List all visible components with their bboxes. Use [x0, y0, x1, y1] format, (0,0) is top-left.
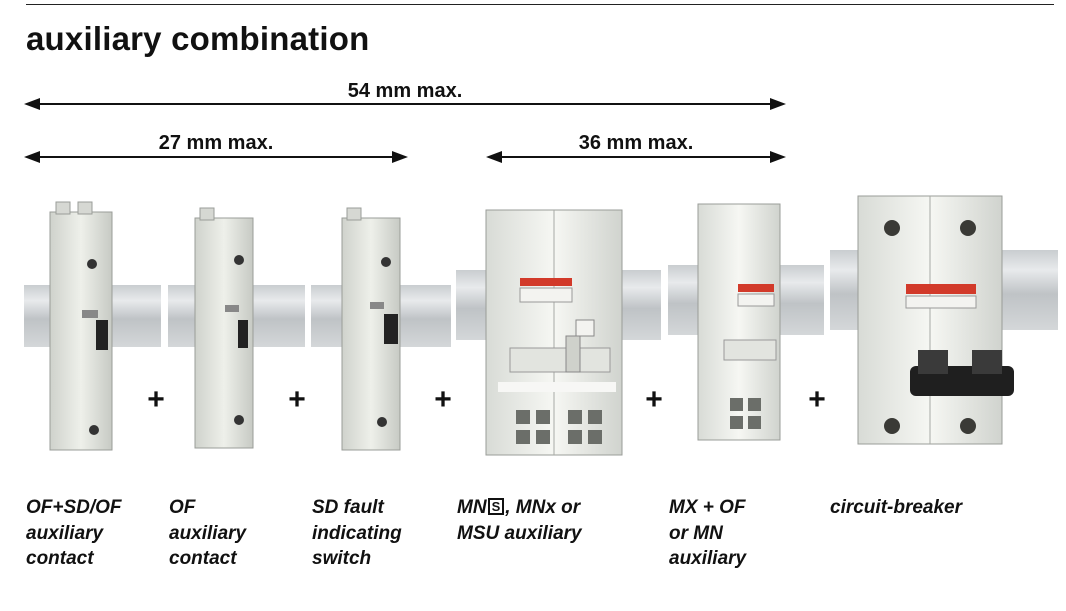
dimension-label-54mm: 54 mm max.: [347, 80, 463, 102]
plus-sign: +: [288, 383, 306, 416]
product-photo: [24, 195, 1058, 456]
page-title: auxiliary combination: [26, 20, 370, 57]
caption-mx-of-mn: MX + OF or MN auxiliary: [669, 495, 746, 572]
dimension-label-36mm: 36 mm max.: [578, 132, 694, 154]
module-mx-of-mn: [697, 203, 781, 441]
plus-sign: +: [645, 383, 663, 416]
caption-line: circuit-breaker: [830, 497, 963, 518]
caption-line: switch: [312, 548, 372, 569]
double-arrow-icon: [24, 98, 786, 110]
module-sd: [341, 207, 401, 451]
double-arrow-icon: [24, 151, 408, 163]
module-of: [194, 207, 254, 449]
caption-line: auxiliary: [26, 522, 104, 544]
caption-line: or MN: [669, 522, 723, 544]
module-mn-msu: [485, 209, 623, 456]
caption-line: auxiliary: [169, 522, 247, 544]
caption-text: , MNx or: [505, 497, 581, 518]
caption-line: contact: [26, 548, 94, 569]
caption-text: MN: [457, 497, 487, 518]
plus-sign: +: [147, 383, 165, 416]
caption-line: auxiliary: [669, 548, 747, 569]
dimension-arrow-54mm: [24, 94, 786, 114]
caption-line: MSU auxiliary: [457, 522, 582, 544]
caption-line: SD fault: [312, 497, 384, 518]
circuit-breaker-device: [857, 195, 1014, 445]
dimension-label-27mm: 27 mm max.: [158, 132, 274, 154]
caption-of-sd-of: OF+SD/OF auxiliary contact: [26, 495, 122, 572]
dimension-arrow-27mm: [24, 147, 408, 167]
caption-circuit-breaker: circuit-breaker: [830, 495, 962, 521]
caption-line: indicating: [312, 522, 402, 544]
caption-sd: SD fault indicating switch: [312, 495, 402, 572]
caption-line: MX + OF: [669, 497, 746, 518]
double-arrow-icon: [486, 151, 786, 163]
caption-line: OF+SD/OF: [26, 497, 122, 518]
caption-line: contact: [169, 548, 237, 569]
top-divider: [26, 4, 1054, 5]
caption-line: OF: [169, 497, 196, 518]
caption-of: OF auxiliary contact: [169, 495, 246, 572]
plus-sign: +: [434, 383, 452, 416]
dimension-arrow-36mm: [486, 147, 786, 167]
plus-sign: +: [808, 383, 826, 416]
module-of-sd-of: [49, 201, 113, 451]
boxed-s-symbol: S: [487, 498, 505, 515]
